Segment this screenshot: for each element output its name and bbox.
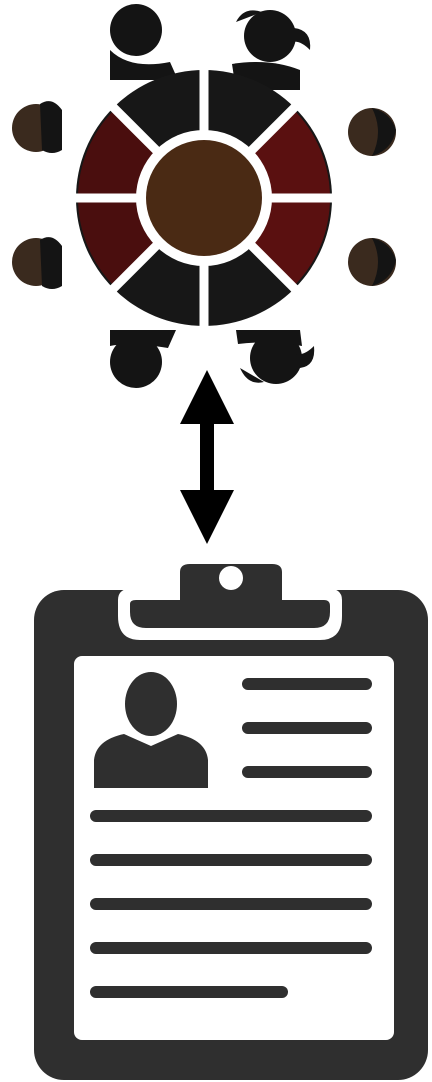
person-hair-left-lower <box>40 237 62 289</box>
round-table-meeting-icon <box>0 0 432 400</box>
clipboard-board <box>34 590 428 1080</box>
avatar-head <box>125 672 177 736</box>
person-ponytail-top-right-2 <box>292 28 310 50</box>
clipboard-paper <box>74 656 394 1040</box>
profile-body-lines <box>96 816 366 992</box>
clipboard-clip-outline <box>118 552 342 640</box>
profile-avatar-icon <box>94 672 208 788</box>
profile-header-lines <box>248 684 366 772</box>
person-head-top-right <box>244 10 296 62</box>
arrow-head-down <box>180 490 234 544</box>
arrow-shaft <box>200 418 214 514</box>
clipboard-clip-hole <box>219 566 243 590</box>
person-hair-left-upper <box>40 101 62 153</box>
avatar-shoulders <box>94 734 208 788</box>
table-top <box>146 140 262 256</box>
person-head-top-left <box>110 4 162 56</box>
clipboard-clip <box>130 564 330 628</box>
